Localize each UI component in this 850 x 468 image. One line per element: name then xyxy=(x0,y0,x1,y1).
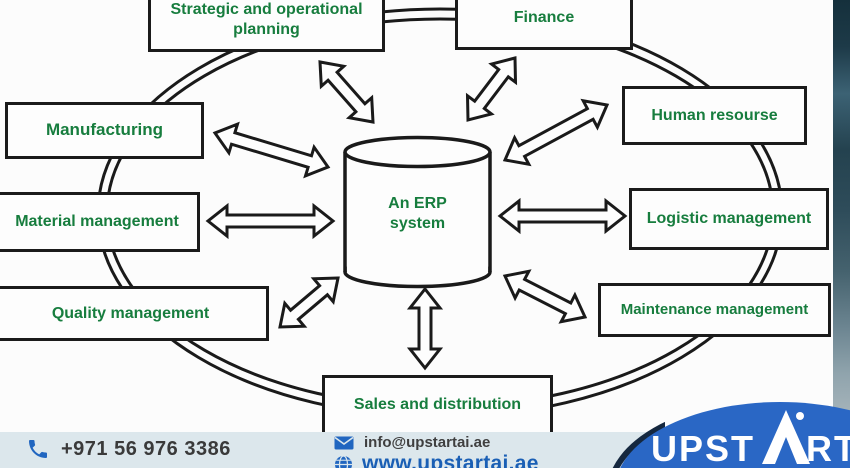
erp-system-label: An ERP system xyxy=(388,195,447,232)
phone-icon xyxy=(29,440,47,458)
node-sales-distribution: Sales and distribution xyxy=(322,375,553,435)
email-contact: info@upstartai.ae xyxy=(334,434,490,451)
node-logistic-management: Logistic management xyxy=(629,188,829,250)
contact-footer: +971 56 976 3386 info@upstartai.ae www.u… xyxy=(0,432,833,468)
node-human-resource: Human resourse xyxy=(622,86,807,145)
arrow-maintenance xyxy=(502,269,588,324)
website-url: www.upstartai.ae xyxy=(362,452,539,468)
arrow-finance xyxy=(465,56,518,122)
node-quality-management: Quality management xyxy=(0,286,269,341)
phone-contact: +971 56 976 3386 xyxy=(26,437,231,461)
arrow-human-resource xyxy=(502,98,610,167)
globe-icon xyxy=(334,454,353,468)
arrow-manufacturing xyxy=(212,121,331,179)
envelope-icon xyxy=(334,436,354,449)
phone-number: +971 56 976 3386 xyxy=(61,437,231,460)
arrow-strategic xyxy=(318,60,375,124)
node-finance: Finance xyxy=(455,0,633,50)
arrow-logistic xyxy=(497,197,628,235)
node-material-management: Material management xyxy=(0,192,200,252)
node-manufacturing: Manufacturing xyxy=(5,102,204,159)
arrow-sales xyxy=(406,286,444,371)
email-address: info@upstartai.ae xyxy=(364,434,491,451)
node-strategic-planning: Strategic and operational planning xyxy=(148,0,385,52)
arrow-quality xyxy=(278,276,340,329)
background-photo-strip xyxy=(833,0,850,468)
node-maintenance-management: Maintenance management xyxy=(598,283,831,337)
arrow-material xyxy=(205,202,336,240)
website-contact: www.upstartai.ae xyxy=(334,452,539,468)
